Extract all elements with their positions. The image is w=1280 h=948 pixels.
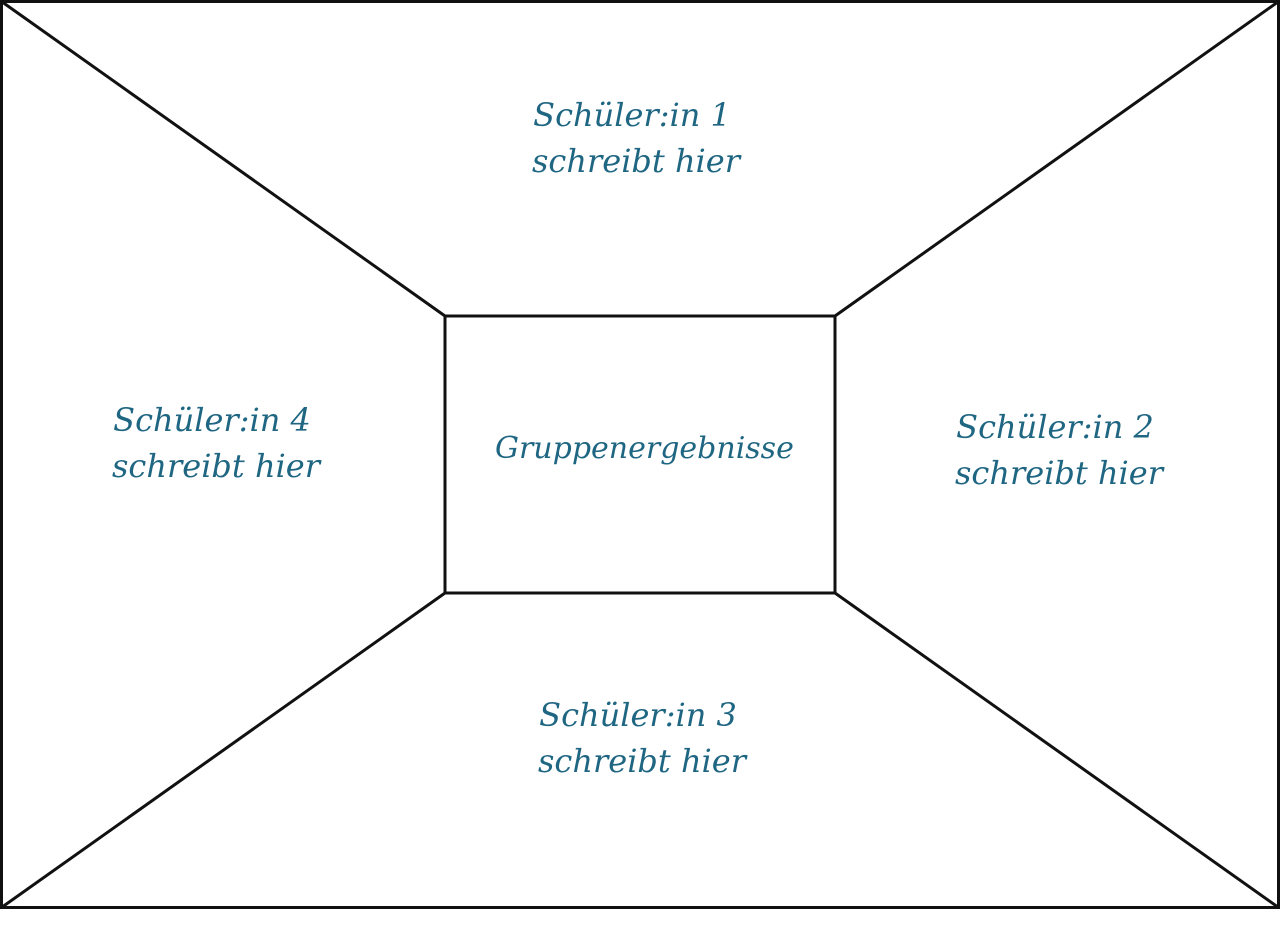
zone-student-1-instruction: schreibt hier bbox=[532, 142, 741, 180]
zone-student-2: Schüler:in 2 schreibt hier bbox=[955, 404, 1164, 496]
zone-student-3-title: Schüler:in 3 bbox=[539, 696, 737, 734]
zone-student-1-title: Schüler:in 1 bbox=[533, 96, 731, 134]
zone-student-1: Schüler:in 1 schreibt hier bbox=[532, 92, 741, 184]
diagonal-bottom-left bbox=[0, 591, 446, 909]
diagonal-top-right bbox=[834, 0, 1280, 318]
center-box bbox=[443, 314, 837, 595]
zone-student-3-instruction: schreibt hier bbox=[538, 742, 747, 780]
zone-student-2-instruction: schreibt hier bbox=[955, 454, 1164, 492]
zone-student-3: Schüler:in 3 schreibt hier bbox=[538, 692, 747, 784]
diagonal-top-left bbox=[0, 0, 446, 318]
zone-student-4-instruction: schreibt hier bbox=[112, 447, 321, 485]
zone-student-4-title: Schüler:in 4 bbox=[113, 401, 311, 439]
zone-student-4: Schüler:in 4 schreibt hier bbox=[112, 397, 321, 489]
outer-frame bbox=[0, 0, 1280, 909]
group-results-label: Gruppenergebnisse bbox=[495, 431, 794, 466]
zone-student-2-title: Schüler:in 2 bbox=[956, 408, 1154, 446]
diagonal-bottom-right bbox=[834, 591, 1280, 909]
zone-group-results: Gruppenergebnisse bbox=[495, 426, 794, 472]
